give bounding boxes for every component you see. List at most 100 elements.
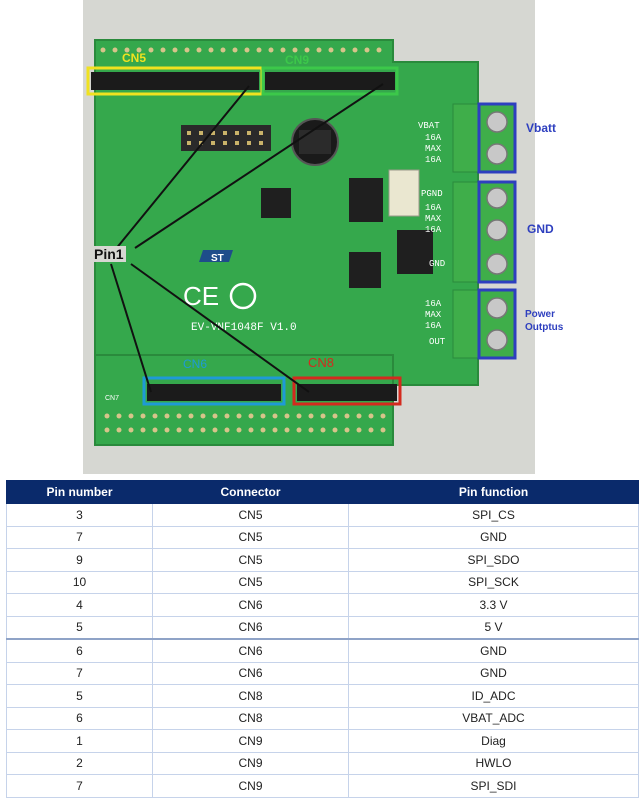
cn5-label: CN5 [122,51,147,65]
cell-connector: CN6 [152,615,349,640]
table-row: 4 CN6 3.3 V [6,593,639,617]
cell-pin-function: SPI_CS [348,503,639,527]
mosfet-chip [349,178,383,222]
silk-16a-3: 16A [425,203,442,213]
cn9-highlight-box [261,66,399,96]
cell-pin-number: 3 [6,503,153,527]
gnd-label: GND [527,222,554,236]
out-highlight-box [477,288,517,360]
silk-vbat: VBAT [418,121,440,131]
top-hole-row [100,47,382,53]
cn5-header [91,72,259,90]
transistor-q2 [397,230,433,274]
cell-pin-number: 6 [6,638,153,663]
cell-pin-number: 7 [6,661,153,685]
cell-pin-function: GND [348,638,639,663]
silk-16a-1: 16A [425,133,442,143]
board-illustration: ST CE EV-VNF1048F V1.0 CN7 [86,39,517,446]
table-row: 2 CN9 HWLO [6,751,639,775]
cell-pin-function: HWLO [348,751,639,775]
cell-pin-function: SPI_SDO [348,548,639,572]
silk-max-3: MAX [425,310,442,320]
cell-connector: CN6 [152,593,349,617]
table-row: 7 CN5 GND [6,525,639,549]
cell-connector: CN8 [152,684,349,708]
table-row: 3 CN5 SPI_CS [6,503,639,527]
cell-pin-number: 5 [6,615,153,640]
recycle-mark [229,282,257,310]
bottom-hole-rows [104,413,386,433]
ic-chip [261,188,291,218]
table-header-row: Pin number Connector Pin function [6,480,639,504]
power-outputs-label-line1: Power [525,309,556,320]
cell-pin-number: 7 [6,774,153,798]
terminal-block-out [452,289,516,359]
cell-pin-number: 6 [6,706,153,730]
table-row: 1 CN9 Diag [6,729,639,753]
board-photo: ST CE EV-VNF1048F V1.0 CN7 [83,0,535,474]
cell-pin-function: 5 V [348,615,639,640]
pin-function-table: Pin number Connector Pin function 3 CN5 … [6,480,639,798]
vbatt-label: Vbatt [526,121,556,135]
cn7-label: CN7 [105,395,119,402]
vbatt-highlight-box [477,102,517,174]
cell-pin-function: 3.3 V [348,593,639,617]
cell-connector: CN5 [152,570,349,594]
cn9-label: CN9 [285,53,310,67]
silk-16a-5: 16A [425,299,442,309]
terminal-screws [486,111,508,351]
cn6-highlight-box [142,376,286,406]
table-row: 5 CN8 ID_ADC [6,684,639,708]
cell-connector: CN6 [152,661,349,685]
table-row: 7 CN9 SPI_SDI [6,774,639,798]
st-logo [199,250,233,262]
table-row: 5 CN6 5 V [6,615,639,640]
cn6-label: CN6 [183,357,208,371]
silk-16a-4: 16A [425,225,442,235]
table-row: 6 CN8 VBAT_ADC [6,706,639,730]
pin1-label: Pin1 [92,246,126,262]
cell-connector: CN9 [152,751,349,775]
cell-pin-number: 7 [6,525,153,549]
cell-pin-number: 10 [6,570,153,594]
cell-connector: CN9 [152,774,349,798]
cell-pin-function: Diag [348,729,639,753]
capacitor-label-area [299,130,331,154]
silk-max-1: MAX [425,144,442,154]
table-row: 7 CN6 GND [6,661,639,685]
table-row: 6 CN6 GND [6,638,639,663]
header-pin-function: Pin function [348,480,639,504]
cell-connector: CN5 [152,548,349,572]
cell-pin-function: GND [348,661,639,685]
cn6-header [147,384,281,401]
cn-small-header [181,125,271,151]
pin1-leader-lines [110,83,384,393]
gnd-highlight-box [477,180,517,284]
cell-pin-number: 2 [6,751,153,775]
cell-pin-function: GND [348,525,639,549]
table-row: 9 CN5 SPI_SDO [6,548,639,572]
power-outputs-label-line2: Outptus [525,322,564,333]
board-silkscreen: EV-VNF1048F V1.0 [191,322,297,334]
terminal-block-vbatt [452,103,516,173]
brand-logo-text: ST [211,253,224,264]
driver-chip [349,252,381,288]
cn9-header [265,72,395,90]
cn8-header [297,384,397,401]
silk-out: OUT [429,337,446,347]
cn8-label: CN8 [308,355,335,370]
silk-pgnd: PGND [421,189,443,199]
cell-pin-number: 1 [6,729,153,753]
cell-pin-function: SPI_SDI [348,774,639,798]
silk-max-2: MAX [425,214,442,224]
cell-connector: CN9 [152,729,349,753]
cell-pin-function: VBAT_ADC [348,706,639,730]
cell-connector: CN8 [152,706,349,730]
header-pin-number: Pin number [6,480,153,504]
silk-gnd: GND [429,259,445,269]
diode [388,169,420,217]
cell-connector: CN5 [152,525,349,549]
cell-connector: CN5 [152,503,349,527]
board-figure: ST CE EV-VNF1048F V1.0 CN7 [83,0,564,474]
cell-connector: CN6 [152,638,349,663]
